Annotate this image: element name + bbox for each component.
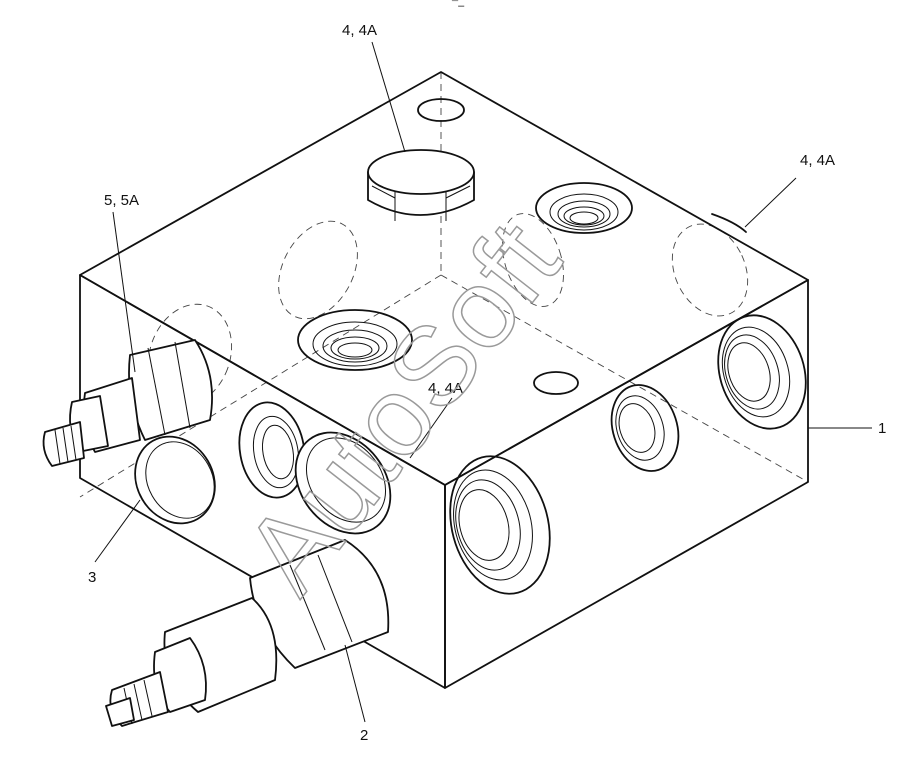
right-edge-plug [711,213,747,233]
top-mark: ¯– [451,0,465,12]
right-face-port-small [610,384,680,472]
callout-right-plug: 4, 4A [800,152,835,169]
callout-block: 1 [878,420,886,437]
callout-top-plug: 4, 4A [342,22,377,39]
side-hex-plug [134,435,216,525]
left-valve-cartridge [42,339,213,467]
top-small-hole [417,98,465,122]
right-face-port-front [449,455,551,595]
callout-front-valve: 2 [360,727,368,744]
watermark: AutoSoft [220,199,583,615]
leader-lines [94,41,872,723]
callout-side-plug: 3 [88,569,96,586]
front-valve-cartridge [105,431,392,727]
callout-middle-plug: 4, 4A [428,380,463,397]
top-small-oval-hole [533,371,579,395]
top-threaded-port-middle [297,309,413,371]
top-hex-plug [367,149,475,221]
right-face-port-large [717,314,807,430]
top-threaded-port-right [535,182,633,234]
callout-left-valve: 5, 5A [104,192,139,209]
